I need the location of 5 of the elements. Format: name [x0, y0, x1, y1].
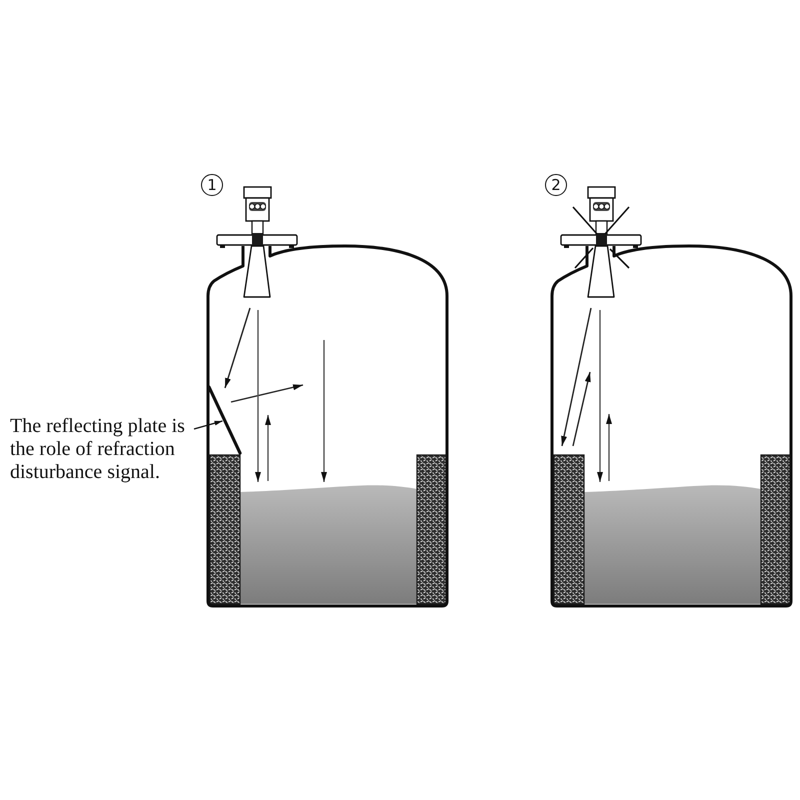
step-number: 1	[201, 174, 223, 196]
step-number: 2	[545, 174, 567, 196]
leader-line	[194, 420, 223, 430]
reflecting-plate	[207, 385, 242, 455]
callout-text: The reflecting plate is the role of refraction disturbance signal.	[10, 415, 190, 484]
